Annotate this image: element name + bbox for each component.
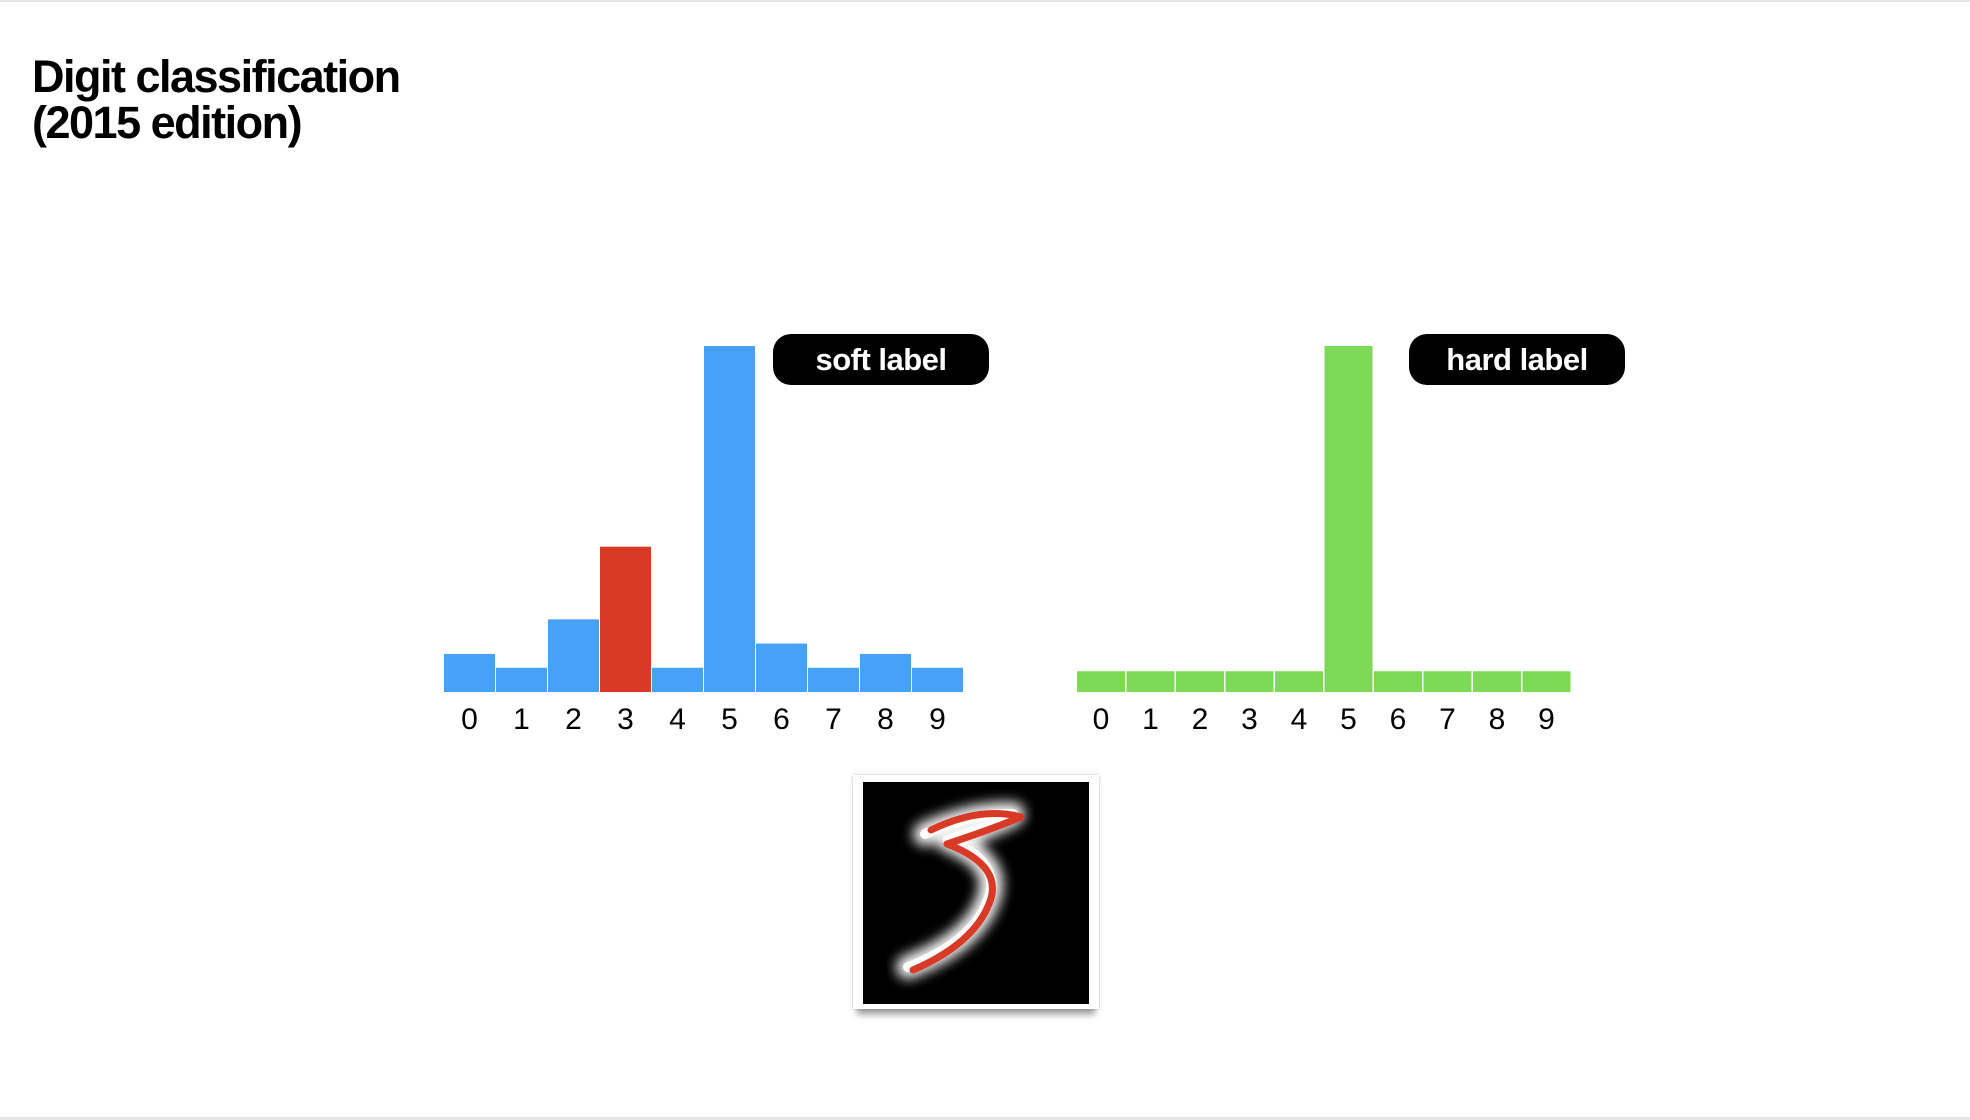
- soft-tick-label-7: 7: [825, 703, 842, 736]
- soft-tick-label-8: 8: [877, 703, 894, 736]
- soft-tick-label-2: 2: [565, 703, 582, 736]
- soft-bar-4: [652, 667, 703, 692]
- soft-tick-label-0: 0: [461, 703, 478, 736]
- hard-tick-label-2: 2: [1192, 703, 1209, 736]
- soft-tick-label-9: 9: [929, 703, 946, 736]
- hard-bar-0: [1077, 671, 1125, 692]
- hard-tick-label-4: 4: [1291, 703, 1308, 736]
- soft-tick-label-6: 6: [773, 703, 790, 736]
- slide-title-line-1: Digit classification: [32, 51, 401, 102]
- hard-bar-8: [1473, 671, 1521, 692]
- soft-bar-8: [860, 653, 911, 692]
- soft-bar-5: [704, 346, 755, 692]
- hard-tick-label-5: 5: [1340, 703, 1357, 736]
- hard-tick-label-9: 9: [1538, 703, 1555, 736]
- soft-label-badge: soft label: [773, 334, 989, 385]
- soft-bar-6: [756, 643, 807, 692]
- soft-bar-1: [496, 667, 547, 692]
- soft-tick-label-5: 5: [721, 703, 738, 736]
- soft-tick-label-1: 1: [513, 703, 530, 736]
- hard-bar-6: [1374, 671, 1422, 692]
- soft-bar-2: [548, 619, 599, 692]
- hard-tick-label-3: 3: [1241, 703, 1258, 736]
- hard-bar-9: [1522, 671, 1571, 692]
- hard-tick-label-7: 7: [1439, 703, 1456, 736]
- soft-tick-label-4: 4: [669, 703, 686, 736]
- hard-tick-label-8: 8: [1489, 703, 1506, 736]
- hard-bar-7: [1423, 671, 1472, 692]
- hard-bar-3: [1225, 671, 1274, 692]
- hard-tick-label-1: 1: [1142, 703, 1159, 736]
- digit-image-frame: [853, 775, 1099, 1009]
- hard-bar-5: [1324, 346, 1373, 692]
- top-divider: [0, 0, 1970, 2]
- hard-tick-label-6: 6: [1390, 703, 1407, 736]
- hard-label-badge: hard label: [1409, 334, 1625, 385]
- hard-bar-4: [1275, 671, 1323, 692]
- digit-trace-stroke: [909, 810, 1025, 974]
- soft-tick-label-3: 3: [617, 703, 634, 736]
- hard-tick-label-0: 0: [1093, 703, 1110, 736]
- hard-bar-1: [1126, 671, 1175, 692]
- soft-bar-0: [444, 653, 495, 692]
- hard-bar-2: [1176, 671, 1224, 692]
- bottom-divider: [0, 1117, 1970, 1120]
- soft-bar-9: [912, 667, 963, 692]
- handwritten-digit-3-icon: [863, 782, 1089, 1004]
- slide-title-line-2: (2015 edition): [32, 97, 303, 148]
- slide-title: Digit classification (2015 edition): [32, 51, 401, 148]
- soft-bar-7: [808, 667, 859, 692]
- soft-bar-3: [600, 546, 651, 692]
